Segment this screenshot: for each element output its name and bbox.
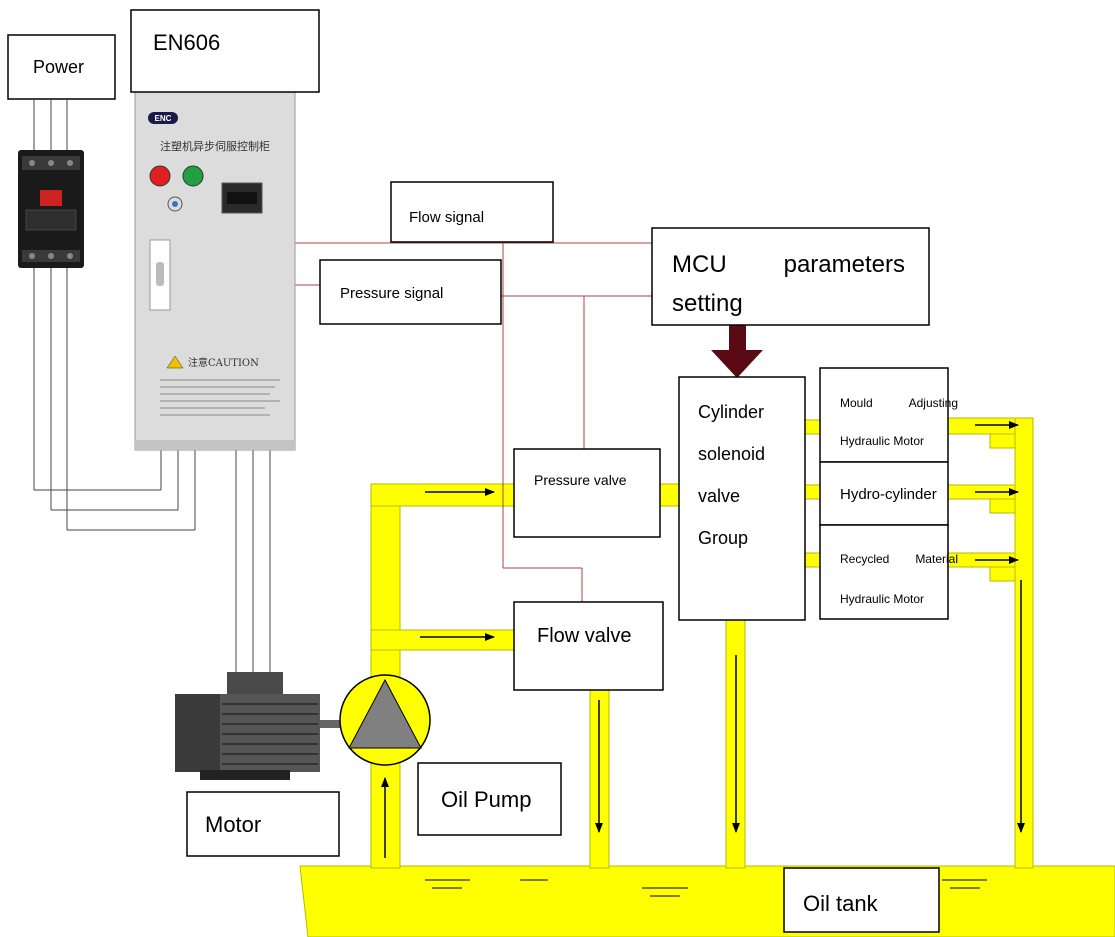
brand-text: ENC	[155, 114, 172, 123]
motor-label: Motor	[205, 812, 261, 837]
hydro-cylinder-label: Hydro-cylinder	[840, 486, 937, 503]
oil-tank-label: Oil tank	[803, 891, 879, 916]
oil-pump-label: Oil Pump	[441, 787, 531, 812]
mcu-box	[651, 227, 930, 326]
flow-arrows	[381, 421, 1025, 858]
stop-button	[149, 165, 171, 187]
oil-tank	[299, 865, 1115, 937]
mould-label-1a: Mould	[840, 396, 873, 410]
recycled-label-1a: Recycled	[840, 552, 889, 566]
cylinder-valve-label-2: solenoid	[698, 444, 765, 464]
mould-label-2: Hydraulic Motor	[840, 434, 924, 448]
cylinder-valve-label-4: Group	[698, 528, 748, 548]
power-box	[7, 34, 116, 100]
warning-icon	[166, 355, 184, 369]
oil-pump-box	[417, 762, 562, 836]
caution-label: 注意CAUTION	[188, 356, 259, 369]
signal-lines	[295, 242, 652, 602]
pressure-valve-box	[513, 448, 661, 538]
power-label: Power	[33, 57, 84, 77]
oil-tank-box	[783, 867, 940, 933]
controller-label: EN606	[153, 30, 220, 55]
pressure-valve-label: Pressure valve	[534, 472, 627, 488]
recycled-label-1b: Material	[915, 552, 958, 566]
flow-valve-label: Flow valve	[537, 625, 631, 647]
brand-badge	[148, 112, 178, 124]
pressure-signal-label: Pressure signal	[340, 285, 443, 302]
oil-pump	[339, 674, 431, 766]
mcu-parameters-label: parameters	[784, 251, 905, 278]
mould-adjusting-box	[819, 367, 949, 463]
pressure-signal-box	[319, 259, 502, 325]
mcu-label-word: MCU	[672, 251, 727, 278]
cabinet-title: 注塑机异步伺服控制柜	[160, 139, 270, 153]
hydro-cylinder-box	[819, 461, 949, 526]
component-boxes	[7, 9, 949, 933]
mcu-setting-label: setting	[672, 290, 743, 317]
motor-box	[186, 791, 340, 857]
start-button	[182, 165, 204, 187]
power-wiring	[33, 100, 271, 672]
electric-motor	[175, 672, 342, 780]
en606-box	[130, 9, 320, 93]
flow-valve-box	[513, 601, 664, 691]
control-cabinet: ENC 注塑机异步伺服控制柜 注意CAUTION	[134, 91, 296, 451]
recycled-label-2: Hydraulic Motor	[840, 592, 924, 606]
recycled-material-box	[819, 524, 949, 620]
mould-label-1b: Adjusting	[909, 396, 958, 410]
labels: Power EN606 Flow signal Pressure signal …	[33, 30, 958, 916]
circuit-breaker	[18, 150, 84, 268]
oil-level-marks	[425, 879, 987, 897]
cylinder-valve-label-3: valve	[698, 486, 740, 506]
cylinder-valve-group-box	[678, 376, 806, 621]
pump-triangle-icon	[348, 678, 422, 749]
flow-signal-label: Flow signal	[409, 209, 484, 226]
flow-signal-box	[390, 181, 554, 243]
cylinder-valve-label-1: Cylinder	[698, 402, 764, 422]
